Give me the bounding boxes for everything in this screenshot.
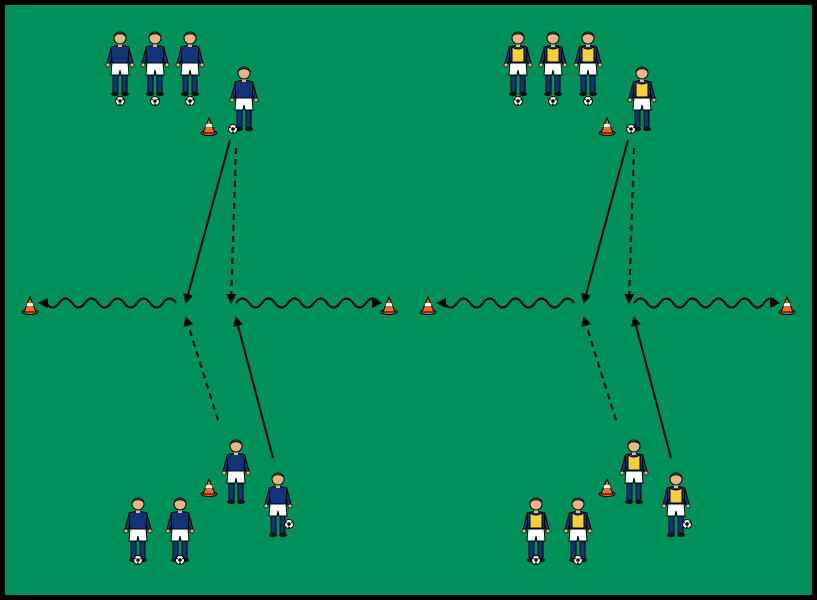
ball-icon xyxy=(115,96,125,106)
pass-arrow xyxy=(233,316,274,459)
player-icon xyxy=(165,497,195,563)
player-icon xyxy=(229,66,259,132)
ball-icon xyxy=(583,96,593,106)
player-icon xyxy=(661,472,691,538)
player-icon xyxy=(521,497,551,563)
player-icon xyxy=(105,31,135,97)
ball-icon xyxy=(626,124,636,134)
ball-icon xyxy=(133,555,143,565)
ball-icon xyxy=(185,96,195,106)
dribble-arrow xyxy=(633,297,780,309)
player-icon xyxy=(573,31,603,97)
ball-icon xyxy=(548,96,558,106)
player-icon xyxy=(503,31,533,97)
cone-icon xyxy=(778,295,796,315)
run-arrow xyxy=(624,147,635,304)
player-icon xyxy=(175,31,205,97)
player-icon xyxy=(627,66,657,132)
cone-icon xyxy=(419,295,437,315)
cone-icon xyxy=(380,295,398,315)
cone-icon xyxy=(200,116,218,136)
pass-arrow xyxy=(631,316,672,459)
ball-icon xyxy=(284,519,294,529)
ball-icon xyxy=(228,124,238,134)
player-icon xyxy=(221,439,251,505)
player-icon xyxy=(563,497,593,563)
player-icon xyxy=(263,472,293,538)
ball-icon xyxy=(573,555,583,565)
dribble-arrow xyxy=(235,297,382,309)
run-arrow xyxy=(183,316,219,421)
ball-icon xyxy=(150,96,160,106)
pass-arrow xyxy=(183,139,231,304)
player-icon xyxy=(538,31,568,97)
ball-icon xyxy=(513,96,523,106)
cone-icon xyxy=(21,295,39,315)
player-icon xyxy=(140,31,170,97)
cone-icon xyxy=(598,477,616,497)
ball-icon xyxy=(682,519,692,529)
ball-icon xyxy=(175,555,185,565)
run-arrow xyxy=(226,147,237,304)
dribble-arrow xyxy=(436,297,575,309)
run-arrow xyxy=(581,316,617,421)
cone-icon xyxy=(598,116,616,136)
player-icon xyxy=(619,439,649,505)
cone-icon xyxy=(200,477,218,497)
ball-icon xyxy=(531,555,541,565)
dribble-arrow xyxy=(38,297,177,309)
pass-arrow xyxy=(581,139,629,304)
